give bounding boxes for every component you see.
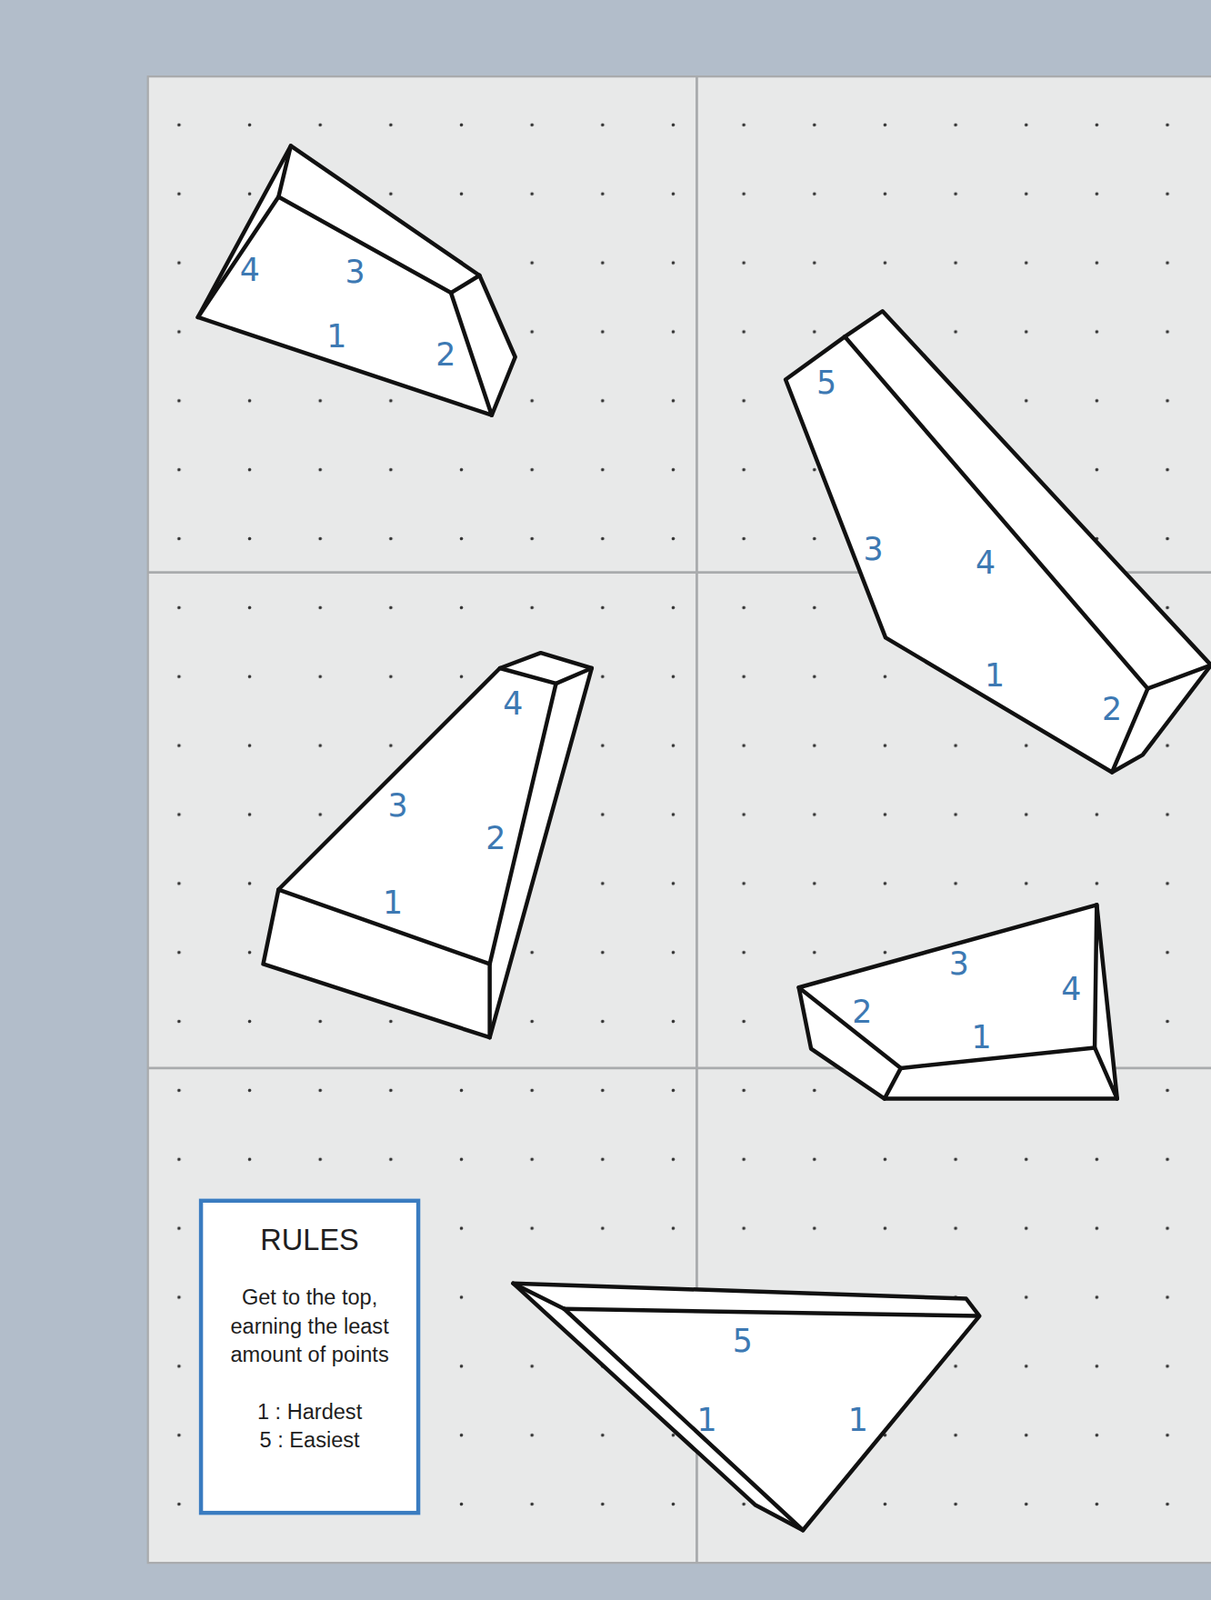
panel-seams (148, 76, 1211, 1563)
difficulty-number: 1 (326, 320, 347, 353)
difficulty-number: 1 (970, 1021, 991, 1054)
rules-text: 5 : Easiest (218, 1426, 402, 1455)
difficulty-number: 1 (382, 887, 403, 920)
rules-title: RULES (260, 1222, 360, 1257)
difficulty-number: 3 (949, 948, 970, 981)
difficulty-number: 4 (975, 547, 996, 580)
hold-outline (263, 652, 592, 1038)
difficulty-number: 2 (485, 822, 506, 855)
difficulty-number: 3 (388, 790, 409, 822)
hold-outline (512, 1283, 980, 1532)
difficulty-number: 1 (697, 1404, 718, 1437)
difficulty-number: 2 (435, 339, 456, 371)
bolt-holes (152, 81, 1211, 1560)
wall-panel (148, 76, 1211, 1563)
rules-text: 1 : Hardest (218, 1397, 402, 1426)
difficulty-number: 2 (1101, 693, 1122, 726)
difficulty-number: 4 (1060, 973, 1081, 1006)
difficulty-number: 3 (344, 256, 365, 289)
climbing-hold: 4 3 1 2 (198, 145, 516, 415)
difficulty-number: 2 (851, 996, 872, 1029)
climbing-hold: 5 1 1 (512, 1283, 980, 1532)
difficulty-number: 5 (816, 366, 837, 399)
difficulty-number: 1 (848, 1404, 869, 1437)
difficulty-number: 5 (732, 1325, 753, 1358)
difficulty-number: 3 (862, 532, 883, 565)
difficulty-number: 4 (240, 254, 261, 287)
difficulty-number: 4 (502, 688, 523, 721)
climbing-hold: 5 3 4 1 2 (785, 310, 1211, 772)
hold-outline (785, 310, 1211, 772)
climbing-hold: 4 3 2 1 (263, 652, 592, 1038)
climbing-hold: 3 4 2 1 (799, 904, 1118, 1099)
rules-text: Get to the top, earning the least amount… (218, 1283, 402, 1370)
rules-panel: RULES Get to the top, earning the least a… (199, 1199, 421, 1516)
difficulty-number: 1 (984, 659, 1005, 691)
